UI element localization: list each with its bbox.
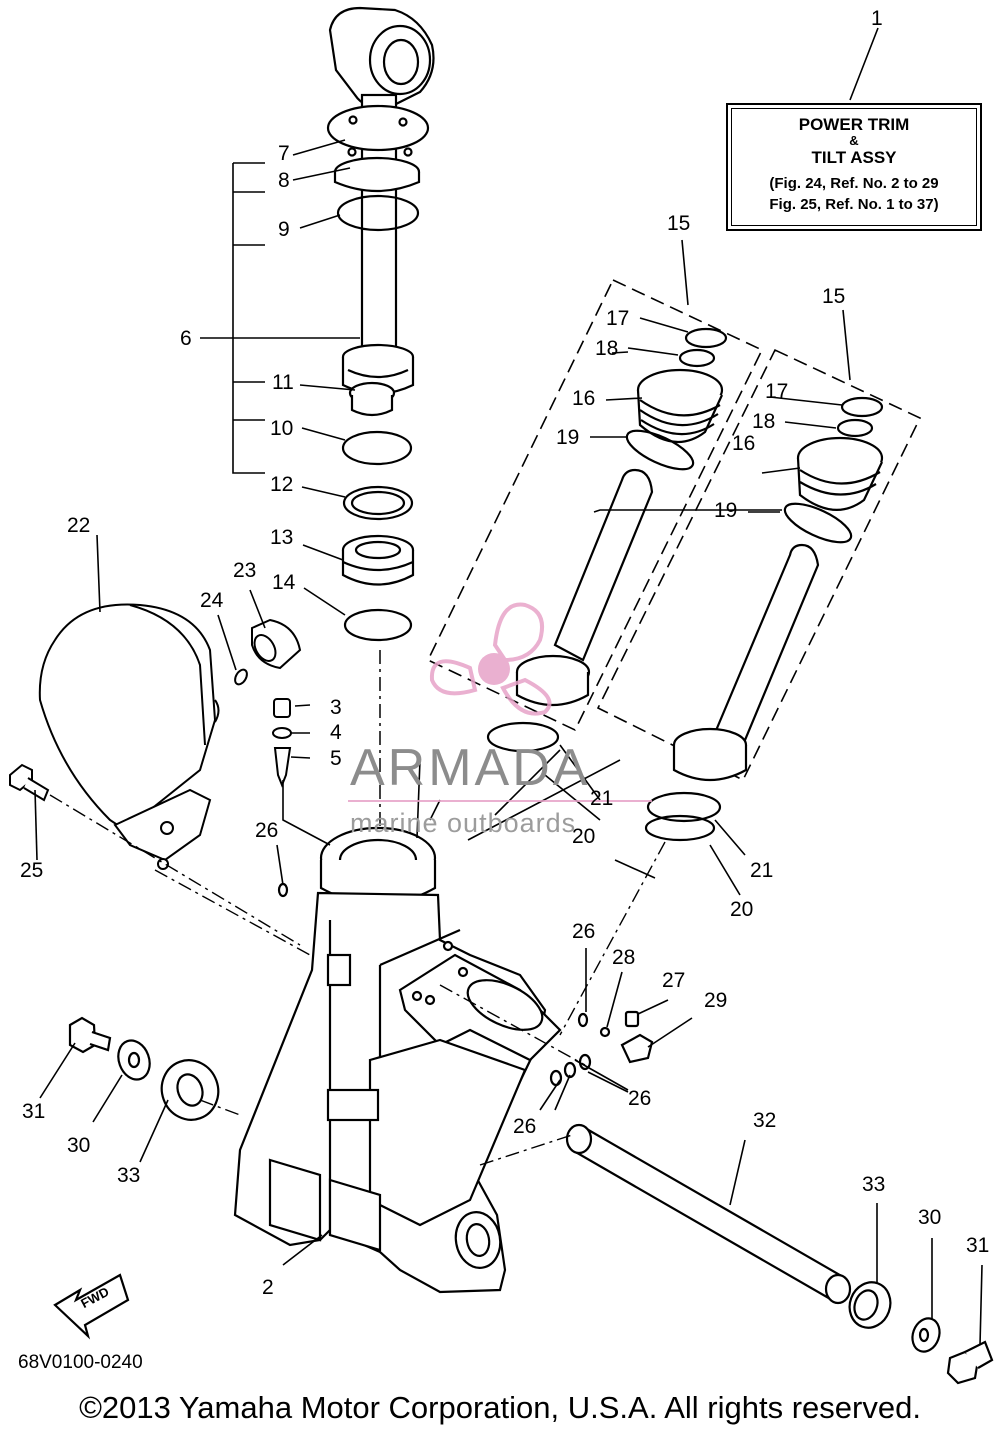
- watermark-tagline: marine outboards: [350, 808, 577, 838]
- callout-16-right: 16: [732, 432, 756, 455]
- tilt-shaft-group: [53, 882, 994, 1385]
- callout-21-right: 21: [750, 859, 774, 882]
- title-box-inner: POWER TRIM & TILT ASSY (Fig. 24, Ref. No…: [731, 108, 977, 226]
- callout-20-right: 20: [730, 898, 754, 921]
- callout-30-right: 30: [918, 1206, 942, 1229]
- title-ref-1: (Fig. 24, Ref. No. 2 to 29: [769, 175, 939, 192]
- callout-5: 5: [330, 747, 342, 770]
- callout-18-right: 18: [752, 410, 776, 433]
- callout-26-a: 26: [255, 819, 279, 842]
- callout-26-c: 26: [628, 1087, 652, 1110]
- callout-26-d: 26: [513, 1115, 537, 1138]
- callout-30-left: 30: [67, 1134, 91, 1157]
- callout-10: 10: [270, 417, 294, 440]
- callout-17-left: 17: [606, 307, 630, 330]
- leader-lines: [34, 27, 983, 1346]
- callout-29: 29: [704, 989, 728, 1012]
- title-line-3: TILT ASSY: [811, 148, 897, 167]
- callout-15-left: 15: [667, 212, 691, 235]
- callout-32: 32: [753, 1109, 777, 1132]
- callout-3: 3: [330, 696, 342, 719]
- callout-26-b: 26: [572, 920, 596, 943]
- callout-20-left: 20: [572, 825, 596, 848]
- callout-22: 22: [67, 514, 91, 537]
- callout-1: 1: [871, 7, 883, 30]
- callout-31-left: 31: [22, 1100, 46, 1123]
- small-parts: [9, 603, 302, 870]
- callout-25: 25: [20, 859, 44, 882]
- callout-2: 2: [262, 1276, 274, 1299]
- callout-33-left: 33: [117, 1164, 141, 1187]
- callout-11: 11: [272, 371, 294, 394]
- watermark-brand: ARMADA: [350, 739, 591, 797]
- callout-15-right: 15: [822, 285, 846, 308]
- callout-27: 27: [662, 969, 686, 992]
- callout-18-left: 18: [595, 337, 619, 360]
- callout-33-right: 33: [862, 1173, 886, 1196]
- callout-12: 12: [270, 473, 294, 496]
- centre-lines: [49, 794, 666, 1166]
- title-box: POWER TRIM & TILT ASSY (Fig. 24, Ref. No…: [726, 103, 982, 231]
- title-line-1: POWER TRIM: [798, 115, 910, 134]
- callout-13: 13: [270, 526, 294, 549]
- callout-21-left: 21: [590, 787, 614, 810]
- callout-4: 4: [330, 721, 342, 744]
- callout-23: 23: [233, 559, 257, 582]
- trim-cylinder-groups: [426, 278, 922, 842]
- callout-28: 28: [612, 946, 636, 969]
- callout-8: 8: [278, 169, 290, 192]
- watermark-logo: [348, 602, 652, 802]
- copyright-notice: ©2013 Yamaha Motor Corporation, U.S.A. A…: [79, 1390, 921, 1425]
- callout-7: 7: [278, 142, 290, 165]
- title-ref-2: Fig. 25, Ref. No. 1 to 37): [769, 196, 939, 213]
- callout-9: 9: [278, 218, 290, 241]
- callout-31-right: 31: [966, 1234, 990, 1257]
- callout-19-left: 19: [556, 426, 580, 449]
- part-code: 68V0100-0240: [18, 1352, 143, 1373]
- tilt-cylinder-group: [326, 6, 435, 642]
- callout-16-left: 16: [572, 387, 596, 410]
- callout-24: 24: [200, 589, 224, 612]
- callout-17-right: 17: [765, 380, 789, 403]
- callout-14: 14: [272, 571, 296, 594]
- main-body: [233, 826, 562, 1294]
- callout-6: 6: [180, 327, 192, 350]
- title-line-2: &: [849, 133, 859, 148]
- callout-19-right: 19: [714, 499, 738, 522]
